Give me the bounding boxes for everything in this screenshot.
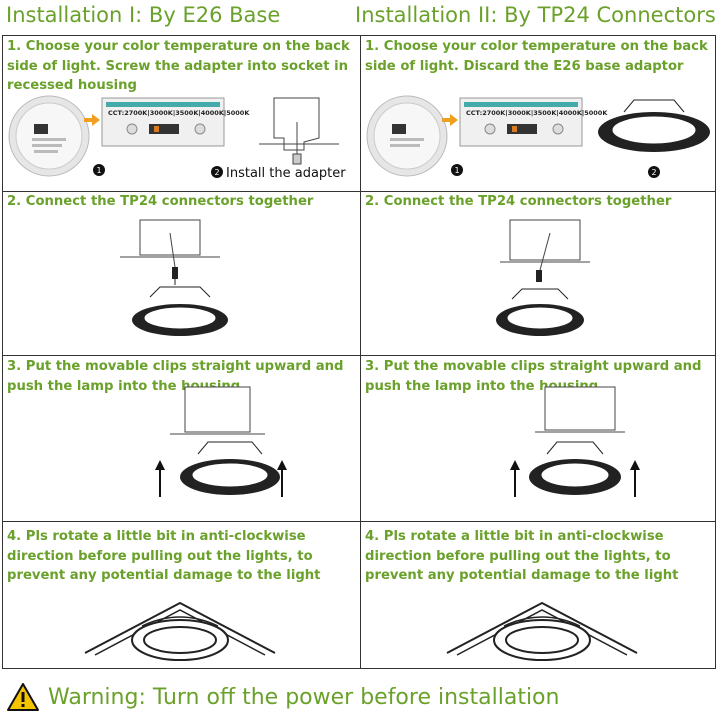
step-1-left-text: 1. Choose your color temperature on the … [7,39,350,93]
step-2-left-illustration [120,219,228,336]
grid-divider-row1 [3,191,715,192]
step-4-left-text: 4. Pls rotate a little bit in anti-clock… [7,529,321,583]
step-1-left-illustration: CCT:2700K|3000K|3500K|4000K|5000K 1 2 In… [8,95,346,181]
marker-2: 2 [651,168,656,177]
step-1-right-illustration: CCT:2700K|3000K|3500K|4000K|5000K 1 2 [366,95,710,178]
instruction-grid: 1. Choose your color temperature on the … [2,35,716,669]
install-adapter-label: Install the adapter [226,166,346,181]
cct-label: CCT:2700K|3000K|3500K|4000K|5000K [466,109,608,118]
warning-banner: Warning: Turn off the power before insta… [6,680,559,714]
marker-2: 2 [214,168,219,177]
step-3-right-text: 3. Put the movable clips straight upward… [365,359,702,394]
step-2-right-text: 2. Connect the TP24 connectors together [365,194,672,209]
marker-1: 1 [454,166,459,175]
step-1-right-text: 1. Choose your color temperature on the … [365,39,708,74]
step-4-right-text: 4. Pls rotate a little bit in anti-clock… [365,529,679,583]
grid-divider-row3 [3,521,715,522]
step-3-right-illustration [510,386,640,497]
header-left: Installation I: By E26 Base [6,3,281,27]
step-3-left-text: 3. Put the movable clips straight upward… [7,359,344,394]
step-2-right-illustration [496,219,590,336]
warning-text: Warning: Turn off the power before insta… [48,684,560,710]
step-4-left-illustration [84,601,276,661]
marker-1: 1 [96,166,101,175]
grid-divider-row2 [3,355,715,356]
warning-triangle-icon [7,683,39,711]
step-4-right-illustration [446,601,638,661]
header-right: Installation II: By TP24 Connectors [355,3,716,27]
step-3-left-illustration [155,386,287,497]
grid-divider-vertical [360,36,361,668]
cct-label: CCT:2700K|3000K|3500K|4000K|5000K [108,109,250,118]
step-2-left-text: 2. Connect the TP24 connectors together [7,194,314,209]
